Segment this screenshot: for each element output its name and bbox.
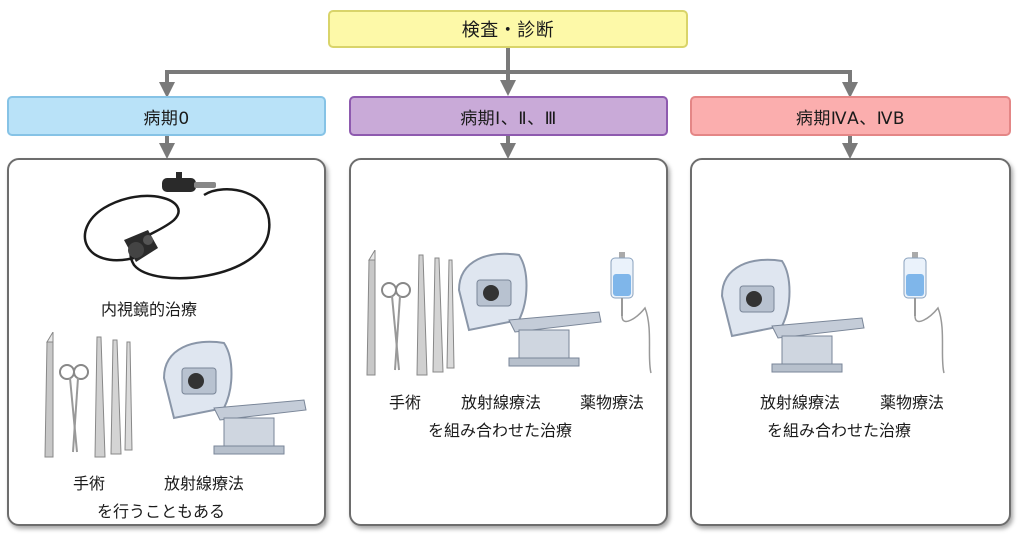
radiation-machine-icon <box>457 252 602 367</box>
exam-diagnosis-node: 検査・診断 <box>328 10 688 48</box>
surgery-label: 手術 <box>73 474 106 493</box>
radiation-label: 放射線療法 <box>164 474 245 493</box>
stage-1-3-node: 病期Ⅰ、Ⅱ、Ⅲ <box>349 96 668 136</box>
radiation-label: 放射線療法 <box>760 393 841 412</box>
radiation-machine-icon <box>162 340 307 455</box>
stage-4-treatment-panel: 放射線療法 薬物療法 を組み合わせた治療 <box>690 158 1011 526</box>
surgical-instruments-icon <box>366 250 455 376</box>
stage-1-3-note: を組み合わせた治療 <box>428 421 573 440</box>
stage-0-treatment-panel: 内視鏡的治療 手術 放射線療法 を行うこともある <box>7 158 326 526</box>
iv-drip-bag-icon <box>610 252 652 374</box>
stage-0-label: 病期0 <box>143 108 190 129</box>
drug-therapy-label: 薬物療法 <box>580 393 645 412</box>
endoscope-icon <box>83 172 271 280</box>
stage-0-node: 病期0 <box>7 96 326 136</box>
stage-0-note: を行うこともある <box>97 502 226 521</box>
iv-drip-bag-icon <box>903 252 945 374</box>
surgery-label: 手術 <box>389 393 422 412</box>
stage-4-note: を組み合わせた治療 <box>767 421 912 440</box>
stage-1-3-label: 病期Ⅰ、Ⅱ、Ⅲ <box>460 108 557 129</box>
endoscopic-treatment-label: 内視鏡的治療 <box>101 300 198 319</box>
radiation-label: 放射線療法 <box>461 393 542 412</box>
stage-4-label: 病期ⅣA、ⅣB <box>795 108 906 129</box>
radiation-machine-icon <box>720 258 865 373</box>
surgical-instruments-icon <box>44 332 133 458</box>
exam-diagnosis-label: 検査・診断 <box>461 20 555 41</box>
stage-1-3-treatment-panel: 手術 放射線療法 薬物療法 を組み合わせた治療 <box>349 158 668 526</box>
stage-4-node: 病期ⅣA、ⅣB <box>690 96 1011 136</box>
drug-therapy-label: 薬物療法 <box>880 393 945 412</box>
